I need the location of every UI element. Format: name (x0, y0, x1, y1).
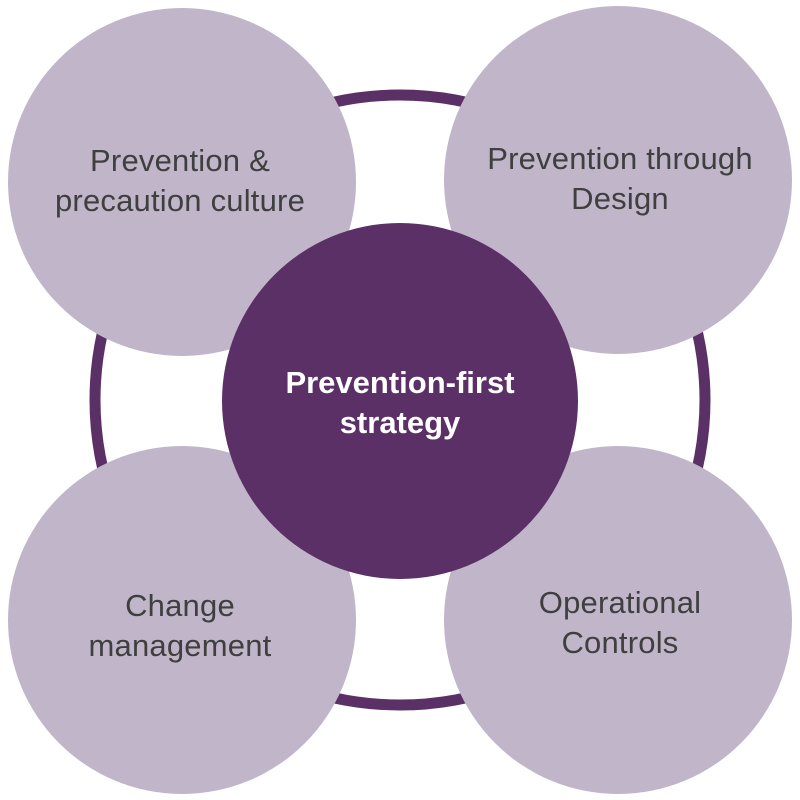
node-circle-top-left (8, 8, 356, 356)
center-circle (222, 223, 578, 579)
node-label-bottom-right: Operational Controls (538, 585, 702, 660)
node-label-top-left: Prevention & precaution culture (54, 143, 306, 218)
node-circle-top-right (444, 6, 792, 354)
connecting-ring (89, 89, 711, 711)
node-circle-bottom-right (444, 446, 792, 794)
center-label: Prevention-first strategy (285, 365, 515, 440)
node-label-top-right: Prevention through Design (487, 141, 753, 216)
node-circle-bottom-left (8, 446, 356, 794)
node-label-bottom-left: Change management (88, 588, 272, 663)
